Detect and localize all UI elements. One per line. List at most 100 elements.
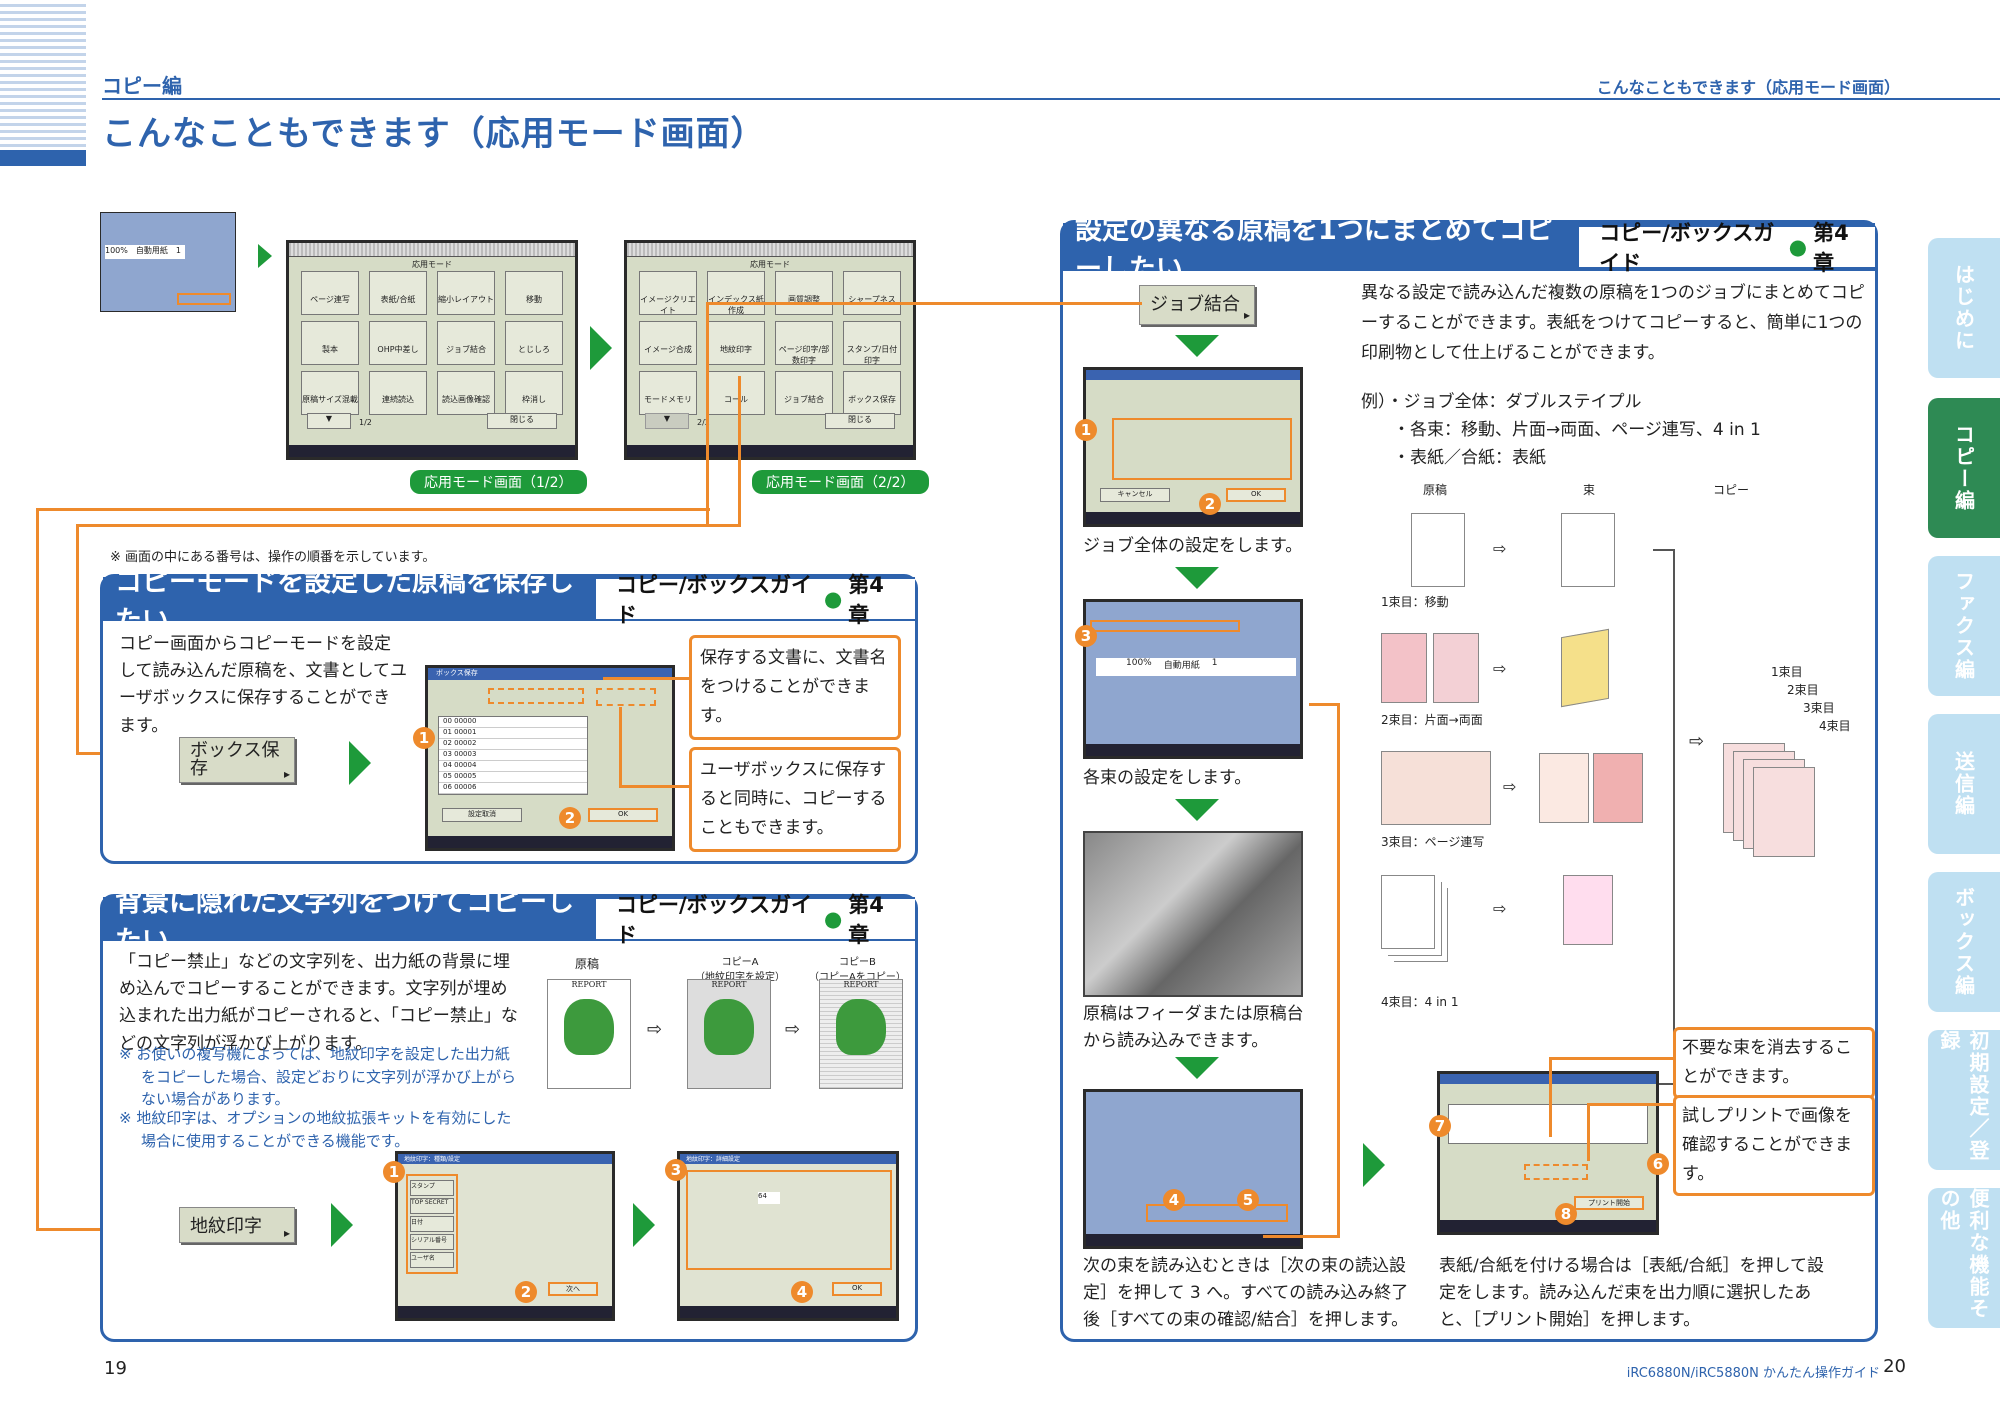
screen2-close-button[interactable]: 閉じる [825, 413, 895, 429]
map-image [704, 999, 754, 1055]
box-cancel-button[interactable]: 設定取消 [442, 808, 522, 822]
mode-button[interactable]: 原稿サイズ混載 [301, 371, 359, 415]
row-4-label: 4束目：4 in 1 [1381, 995, 1459, 1009]
scroll-down-button[interactable]: ▼ [645, 413, 689, 429]
mode-button[interactable]: 地紋印字 [707, 321, 765, 365]
step-bundle-text: 各束の設定をします。 [1083, 768, 1252, 788]
arrow-right-icon: ⇨ [647, 1019, 663, 1040]
mode-button-label: ジョブ結合 [446, 345, 486, 354]
connector-line [706, 302, 709, 524]
mode-button-label: ボックス保存 [848, 395, 896, 404]
side-tab[interactable]: 便利な機能その他 [1928, 1188, 2000, 1328]
watermark-panel: 背景に隠れた文字列をつけてコピーしたい コピー/ボックスガイド●第4章 「コピー… [100, 887, 918, 1342]
callout-delete: 不要な束を消去することができます。 [1673, 1027, 1875, 1099]
side-tab[interactable]: はじめに [1928, 238, 2000, 378]
watermark-ref: コピー/ボックスガイド●第4章 [577, 893, 915, 947]
mode-button[interactable]: ページ印字/部数印字 [775, 321, 833, 365]
mode-button[interactable]: 枠消し [505, 371, 563, 415]
screen1-title: 応用モード [412, 260, 452, 269]
mode-button[interactable]: 表紙/合紙 [369, 271, 427, 315]
connector-line [36, 508, 710, 511]
side-tab[interactable]: 初期設定／登録 [1928, 1030, 2000, 1170]
job-ok-button[interactable]: OK [1226, 488, 1286, 502]
mode-button[interactable]: モードメモリ [639, 371, 697, 415]
box-row[interactable]: 01 00001 [439, 728, 587, 739]
side-tab[interactable]: ボックス編 [1928, 872, 2000, 1012]
bracket [1653, 549, 1675, 1085]
stack-label: 4束目 [1819, 719, 1851, 733]
wm-type-item[interactable]: シリアル番号 [410, 1234, 454, 1250]
arrow-down-icon [1175, 799, 1219, 821]
doc-report-label: REPORT [571, 980, 607, 989]
page-number-right: 20 [1883, 1356, 1906, 1377]
box-save-button[interactable]: ボックス保存 [179, 737, 295, 783]
box-ok-button[interactable]: OK [588, 808, 658, 822]
wm-type-item[interactable]: 日付 [410, 1216, 454, 1232]
mode-button[interactable]: ページ連写 [301, 271, 359, 315]
box-save-ref: コピー/ボックスガイド●第4章 [577, 573, 915, 627]
box-row[interactable]: 02 00002 [439, 739, 587, 750]
mode-button[interactable]: 製本 [301, 321, 359, 365]
mode-button[interactable]: ジョブ結合 [437, 321, 495, 365]
thumb-count: 100% 自動用紙 1 [105, 245, 185, 259]
mode-button[interactable]: シャープネス [843, 271, 901, 315]
mode-button[interactable]: 縮小レイアウト [437, 271, 495, 315]
side-tab[interactable]: ファクス編 [1928, 556, 2000, 696]
wm-type-item[interactable]: TOP SECRET [410, 1198, 454, 1214]
mode-button-label: モードメモリ [644, 395, 692, 404]
mode-button-label: イメージ合成 [644, 345, 692, 354]
step-number: 1 [413, 727, 435, 749]
watermark-button[interactable]: 地紋印字 [179, 1207, 295, 1243]
side-tab[interactable]: 送信編 [1928, 714, 2000, 854]
side-tab[interactable]: コピー編 [1928, 398, 2000, 538]
job-merge-title-bar: 設定の異なる原稿を1つにまとめてコピーしたい コピー/ボックスガイド●第4章 [1063, 215, 1875, 285]
map-image [836, 999, 886, 1055]
arrow-right-icon: ⇨ [1493, 659, 1507, 678]
page-number-left: 19 [104, 1358, 127, 1379]
mode-button[interactable]: OHP中差し [369, 321, 427, 365]
connector-line [76, 524, 741, 527]
caption-screen-1: 応用モード画面（1/2） [410, 470, 587, 494]
box-row[interactable]: 04 00004 [439, 761, 587, 772]
feeder-photo [1083, 831, 1303, 997]
mode-button[interactable]: 画質調整 [775, 271, 833, 315]
box-row[interactable]: 03 00003 [439, 750, 587, 761]
mode-button[interactable]: ジョブ結合 [775, 371, 833, 415]
wm-next-button[interactable]: 次へ [548, 1282, 598, 1296]
mode-button-label: 連続読込 [382, 395, 414, 404]
connector-line [603, 677, 689, 680]
mode-button-label: インデックス紙作成 [708, 295, 764, 315]
section-label: コピー編 [102, 74, 182, 98]
mode-button[interactable]: コール [707, 371, 765, 415]
mode-button[interactable]: スタンプ/日付印字 [843, 321, 901, 365]
box-row[interactable]: 05 00005 [439, 772, 587, 783]
mode-button[interactable]: 連続読込 [369, 371, 427, 415]
test-print-highlight [1524, 1164, 1588, 1180]
screen1-close-button[interactable]: 閉じる [487, 413, 557, 429]
mode-button[interactable]: イメージクリエイト [639, 271, 697, 315]
box-row[interactable]: 06 00006 [439, 783, 587, 794]
job-merge-ref: コピー/ボックスガイド●第4章 [1561, 221, 1875, 275]
job-merge-button[interactable]: ジョブ結合 [1139, 285, 1255, 325]
wm-ok-button[interactable]: OK [832, 1282, 882, 1296]
mode-button[interactable]: とじしろ [505, 321, 563, 365]
scroll-down-button[interactable]: ▼ [307, 413, 351, 429]
mode-button[interactable]: イメージ合成 [639, 321, 697, 365]
mode-button[interactable]: 移動 [505, 271, 563, 315]
box-row[interactable]: 00 00000 [439, 717, 587, 728]
wm-type-item[interactable]: ユーザ名 [410, 1252, 454, 1268]
step-print-text: 表紙/合紙を付ける場合は［表紙/合紙］を押して設定をします。読み込んだ束を出力順… [1439, 1256, 1824, 1331]
step-number: 1 [1075, 419, 1097, 441]
job-cancel-button[interactable]: キャンセル [1100, 488, 1170, 502]
step-number: 6 [1647, 1153, 1669, 1175]
wm-type-item[interactable]: スタンプ [410, 1180, 454, 1196]
mode-button[interactable]: 読込画像確認 [437, 371, 495, 415]
print-start-button[interactable]: プリント開始 [1574, 1196, 1644, 1210]
mode-button[interactable]: インデックス紙作成 [707, 271, 765, 315]
mode-button-label: 枠消し [522, 395, 546, 404]
copy-screen-thumb: 100% 自動用紙 1 [100, 212, 236, 312]
connector-line [706, 302, 986, 305]
mode-button[interactable]: ボックス保存 [843, 371, 901, 415]
arrow-right-icon [331, 1203, 353, 1247]
